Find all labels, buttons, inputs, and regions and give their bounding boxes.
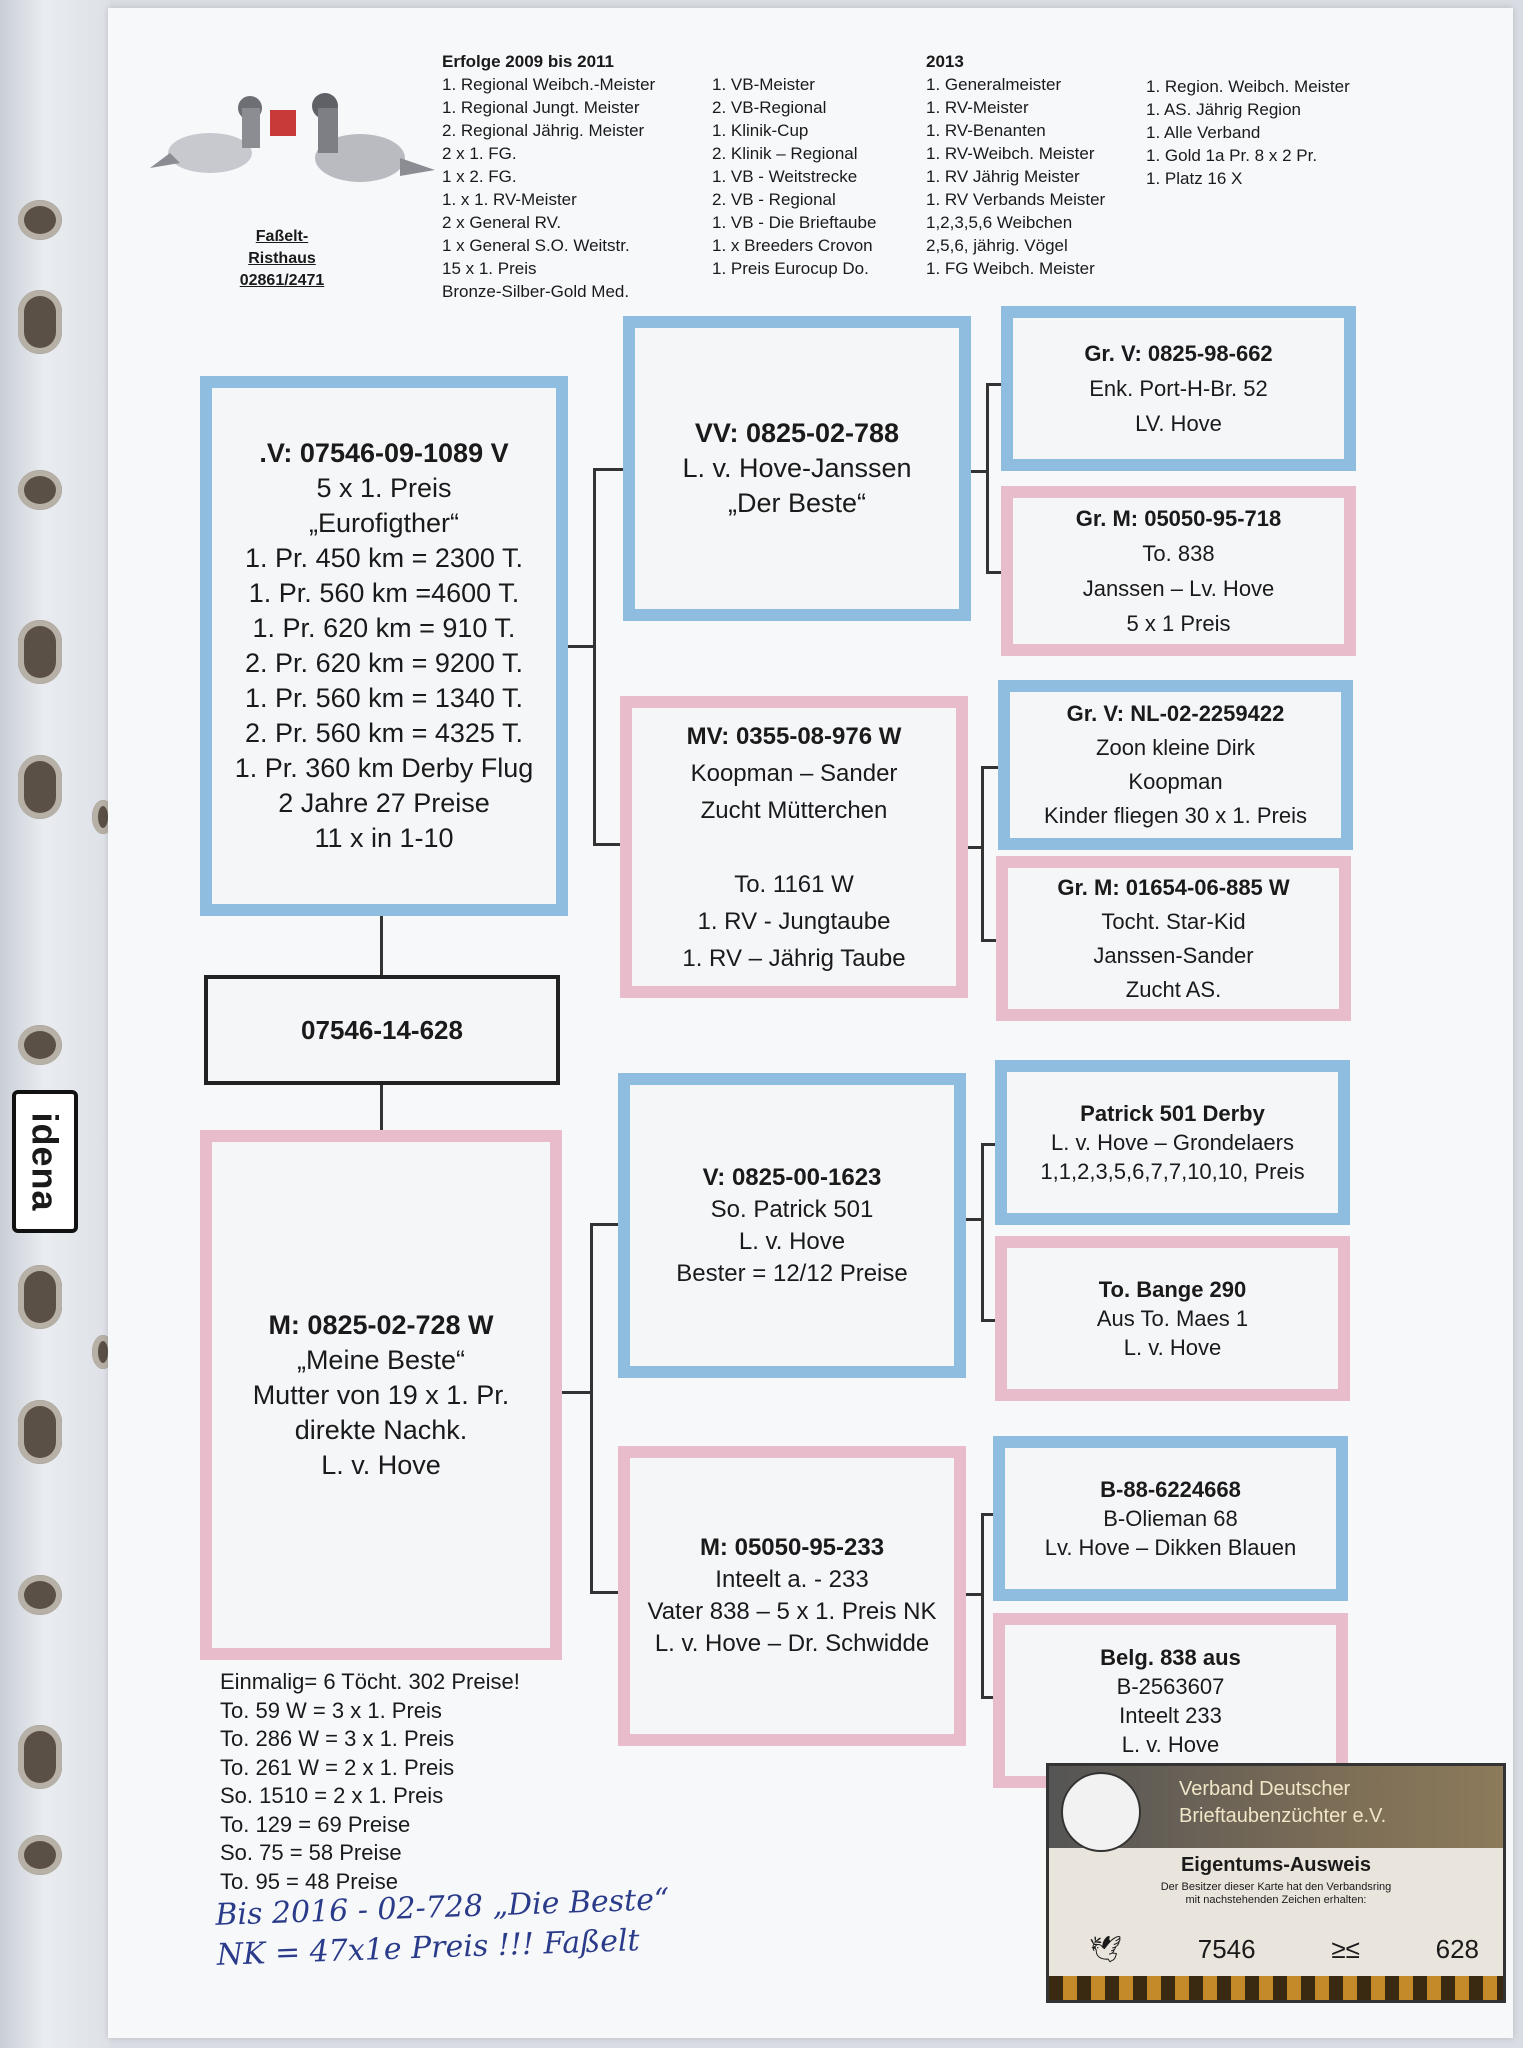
punch-hole xyxy=(18,470,62,510)
father-box: .V: 07546-09-1089 V 5 x 1. Preis „Eurofi… xyxy=(200,376,568,916)
grandmother-maternal-box: M: 05050-95-233 Inteelt a. - 233 Vater 8… xyxy=(618,1446,966,1746)
brand-label: idena xyxy=(12,1090,78,1233)
great-grandparent-box: To. Bange 290 Aus To. Maes 1 L. v. Hove xyxy=(995,1236,1350,1401)
punch-hole xyxy=(18,755,62,819)
subject-box: 07546-14-628 xyxy=(204,975,560,1085)
connector xyxy=(590,1591,630,1594)
owner-info: Faßelt- Risthaus 02861/2471 xyxy=(239,228,325,289)
dove-small-icon: 🕊 xyxy=(1089,1934,1123,1964)
dove-logo-icon xyxy=(1061,1772,1141,1852)
great-grandparent-box: Belg. 838 aus B-2563607 Inteelt 233 L. v… xyxy=(993,1613,1348,1788)
punch-hole xyxy=(18,1400,62,1464)
connector xyxy=(563,645,595,648)
connector xyxy=(590,1223,593,1593)
connector xyxy=(981,1513,984,1698)
connector xyxy=(593,843,633,846)
great-grandparent-box: Gr. V: NL-02-2259422 Zoon kleine Dirk Ko… xyxy=(998,680,1353,850)
punch-hole xyxy=(18,1575,62,1615)
connector xyxy=(593,468,596,845)
great-grandparent-box: Patrick 501 Derby L. v. Hove – Grondelae… xyxy=(995,1060,1350,1225)
punch-hole xyxy=(18,1725,62,1789)
grandfather-paternal-box: VV: 0825-02-788 L. v. Hove-Janssen „Der … xyxy=(623,316,971,621)
punch-hole xyxy=(18,290,62,354)
connector xyxy=(560,1391,592,1394)
connector xyxy=(986,383,989,573)
great-grandparent-box: Gr. M: 05050-95-718 To. 838 Janssen – Lv… xyxy=(1001,486,1356,656)
connector xyxy=(953,1593,983,1596)
punch-hole xyxy=(18,1265,62,1329)
achievements-col1: Erfolge 2009 bis 2011 1. Regional Weibch… xyxy=(442,52,656,301)
connector xyxy=(981,766,984,941)
offspring-list: Einmalig= 6 Töcht. 302 Preise!To. 59 W =… xyxy=(220,1669,520,1894)
connector xyxy=(986,571,1014,574)
connector xyxy=(953,1218,983,1221)
card-border-pattern xyxy=(1049,1976,1503,2000)
great-grandparent-box: Gr. V: 0825-98-662 Enk. Port-H-Br. 52 LV… xyxy=(1001,306,1356,471)
connector xyxy=(981,766,1011,769)
punch-hole xyxy=(18,1835,62,1875)
great-grandparent-box: B-88-6224668 B-Olieman 68 Lv. Hove – Dik… xyxy=(993,1436,1348,1601)
handwritten-note: Bis 2016 - 02-728 „Die Beste“ NK = 47x1e… xyxy=(214,1882,670,1973)
grandmother-paternal-box: MV: 0355-08-976 W Koopman – Sander Zucht… xyxy=(620,696,968,998)
connector xyxy=(380,1083,383,1138)
connector xyxy=(958,470,988,473)
pigeons-logo xyxy=(150,93,435,182)
punch-hole xyxy=(18,620,62,684)
binder-strip: idena xyxy=(0,0,114,2048)
connector xyxy=(380,903,383,983)
connector xyxy=(953,846,983,849)
great-grandparent-box: Gr. M: 01654-06-885 W Tocht. Star-Kid Ja… xyxy=(996,856,1351,1021)
connector xyxy=(986,383,1014,386)
connector xyxy=(590,1223,630,1226)
punch-hole xyxy=(18,200,62,240)
connector xyxy=(981,1143,984,1321)
mother-box: M: 0825-02-728 W „Meine Beste“ Mutter vo… xyxy=(200,1130,562,1660)
card-organization: Verband Deutscher Brieftaubenzüchter e.V… xyxy=(1179,1778,1387,1827)
punch-hole xyxy=(18,1025,62,1065)
connector xyxy=(593,468,633,471)
card-header: Verband Deutscher Brieftaubenzüchter e.V… xyxy=(1049,1766,1503,1852)
ring-number: 🕊 7546 ≥≤ 628 xyxy=(1089,1934,1479,1964)
ownership-card: Verband Deutscher Brieftaubenzüchter e.V… xyxy=(1046,1763,1506,2003)
grandfather-maternal-box: V: 0825-00-1623 So. Patrick 501 L. v. Ho… xyxy=(618,1073,966,1378)
card-title: Eigentums-Ausweis xyxy=(1180,1854,1372,1876)
card-note: Der Besitzer dieser Karte hat den Verban… xyxy=(1160,1881,1392,1906)
pedigree-sheet: Faßelt- Risthaus 02861/2471 Erfolge 2009… xyxy=(108,8,1513,2038)
